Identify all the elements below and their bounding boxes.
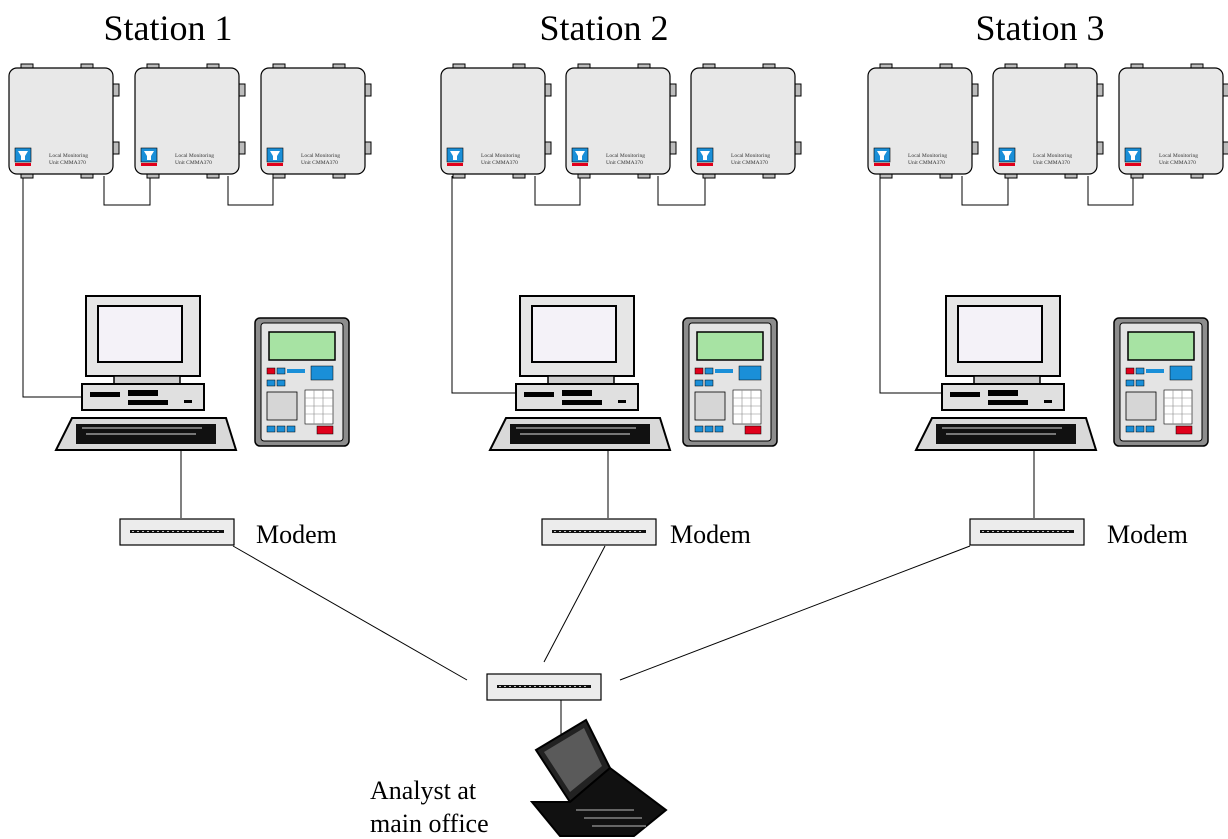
connection-lines: [22, 176, 1134, 738]
modem-label: Modem: [670, 520, 751, 549]
controller-icon: [682, 317, 778, 447]
unit-label: Local Monitoring: [606, 153, 645, 159]
station-title: Station 2: [539, 8, 668, 48]
unit-label: Local Monitoring: [1033, 153, 1072, 159]
unit-label: Unit CMMA370: [1033, 160, 1070, 166]
desktop-computer-icon: [915, 295, 1097, 451]
desktop-computer-icon: [489, 295, 671, 451]
monitoring-unit: Local Monitoring Unit CMMA370: [565, 63, 677, 179]
monitoring-unit: Local Monitoring Unit CMMA370: [8, 63, 120, 179]
unit-label: Local Monitoring: [175, 153, 214, 159]
unit-label: Local Monitoring: [49, 153, 88, 159]
unit-label: Local Monitoring: [301, 153, 340, 159]
unit-label: Local Monitoring: [908, 153, 947, 159]
analyst-label: main office: [370, 809, 489, 838]
monitoring-unit: Local Monitoring Unit CMMA370: [134, 63, 246, 179]
laptop-icon: [529, 718, 668, 837]
unit-label: Unit CMMA370: [908, 160, 945, 166]
monitoring-unit: Local Monitoring Unit CMMA370: [992, 63, 1104, 179]
modem-label: Modem: [256, 520, 337, 549]
controller-icon: [254, 317, 350, 447]
unit-label: Local Monitoring: [481, 153, 520, 159]
monitoring-unit: Local Monitoring Unit CMMA370: [867, 63, 979, 179]
analyst-label: Analyst at: [370, 776, 477, 805]
unit-label: Unit CMMA370: [731, 160, 768, 166]
unit-label: Unit CMMA370: [481, 160, 518, 166]
station-title: Station 3: [975, 8, 1104, 48]
modem-icon: [969, 518, 1085, 546]
modem-icon: [541, 518, 657, 546]
monitoring-unit: Local Monitoring Unit CMMA370: [1118, 63, 1228, 179]
unit-label: Unit CMMA370: [49, 160, 86, 166]
monitoring-unit: Local Monitoring Unit CMMA370: [690, 63, 802, 179]
modem-icon: [119, 518, 235, 546]
controller-icon: [1113, 317, 1209, 447]
unit-label: Unit CMMA370: [606, 160, 643, 166]
station-title: Station 1: [103, 8, 232, 48]
modem-icon: [486, 673, 602, 701]
unit-label: Unit CMMA370: [175, 160, 212, 166]
monitoring-unit: Local Monitoring Unit CMMA370: [440, 63, 552, 179]
unit-label: Local Monitoring: [731, 153, 770, 159]
modem-label: Modem: [1107, 520, 1188, 549]
unit-label: Unit CMMA370: [301, 160, 338, 166]
unit-label: Unit CMMA370: [1159, 160, 1196, 166]
desktop-computer-icon: [55, 295, 237, 451]
monitoring-unit: Local Monitoring Unit CMMA370: [260, 63, 372, 179]
unit-label: Local Monitoring: [1159, 153, 1198, 159]
